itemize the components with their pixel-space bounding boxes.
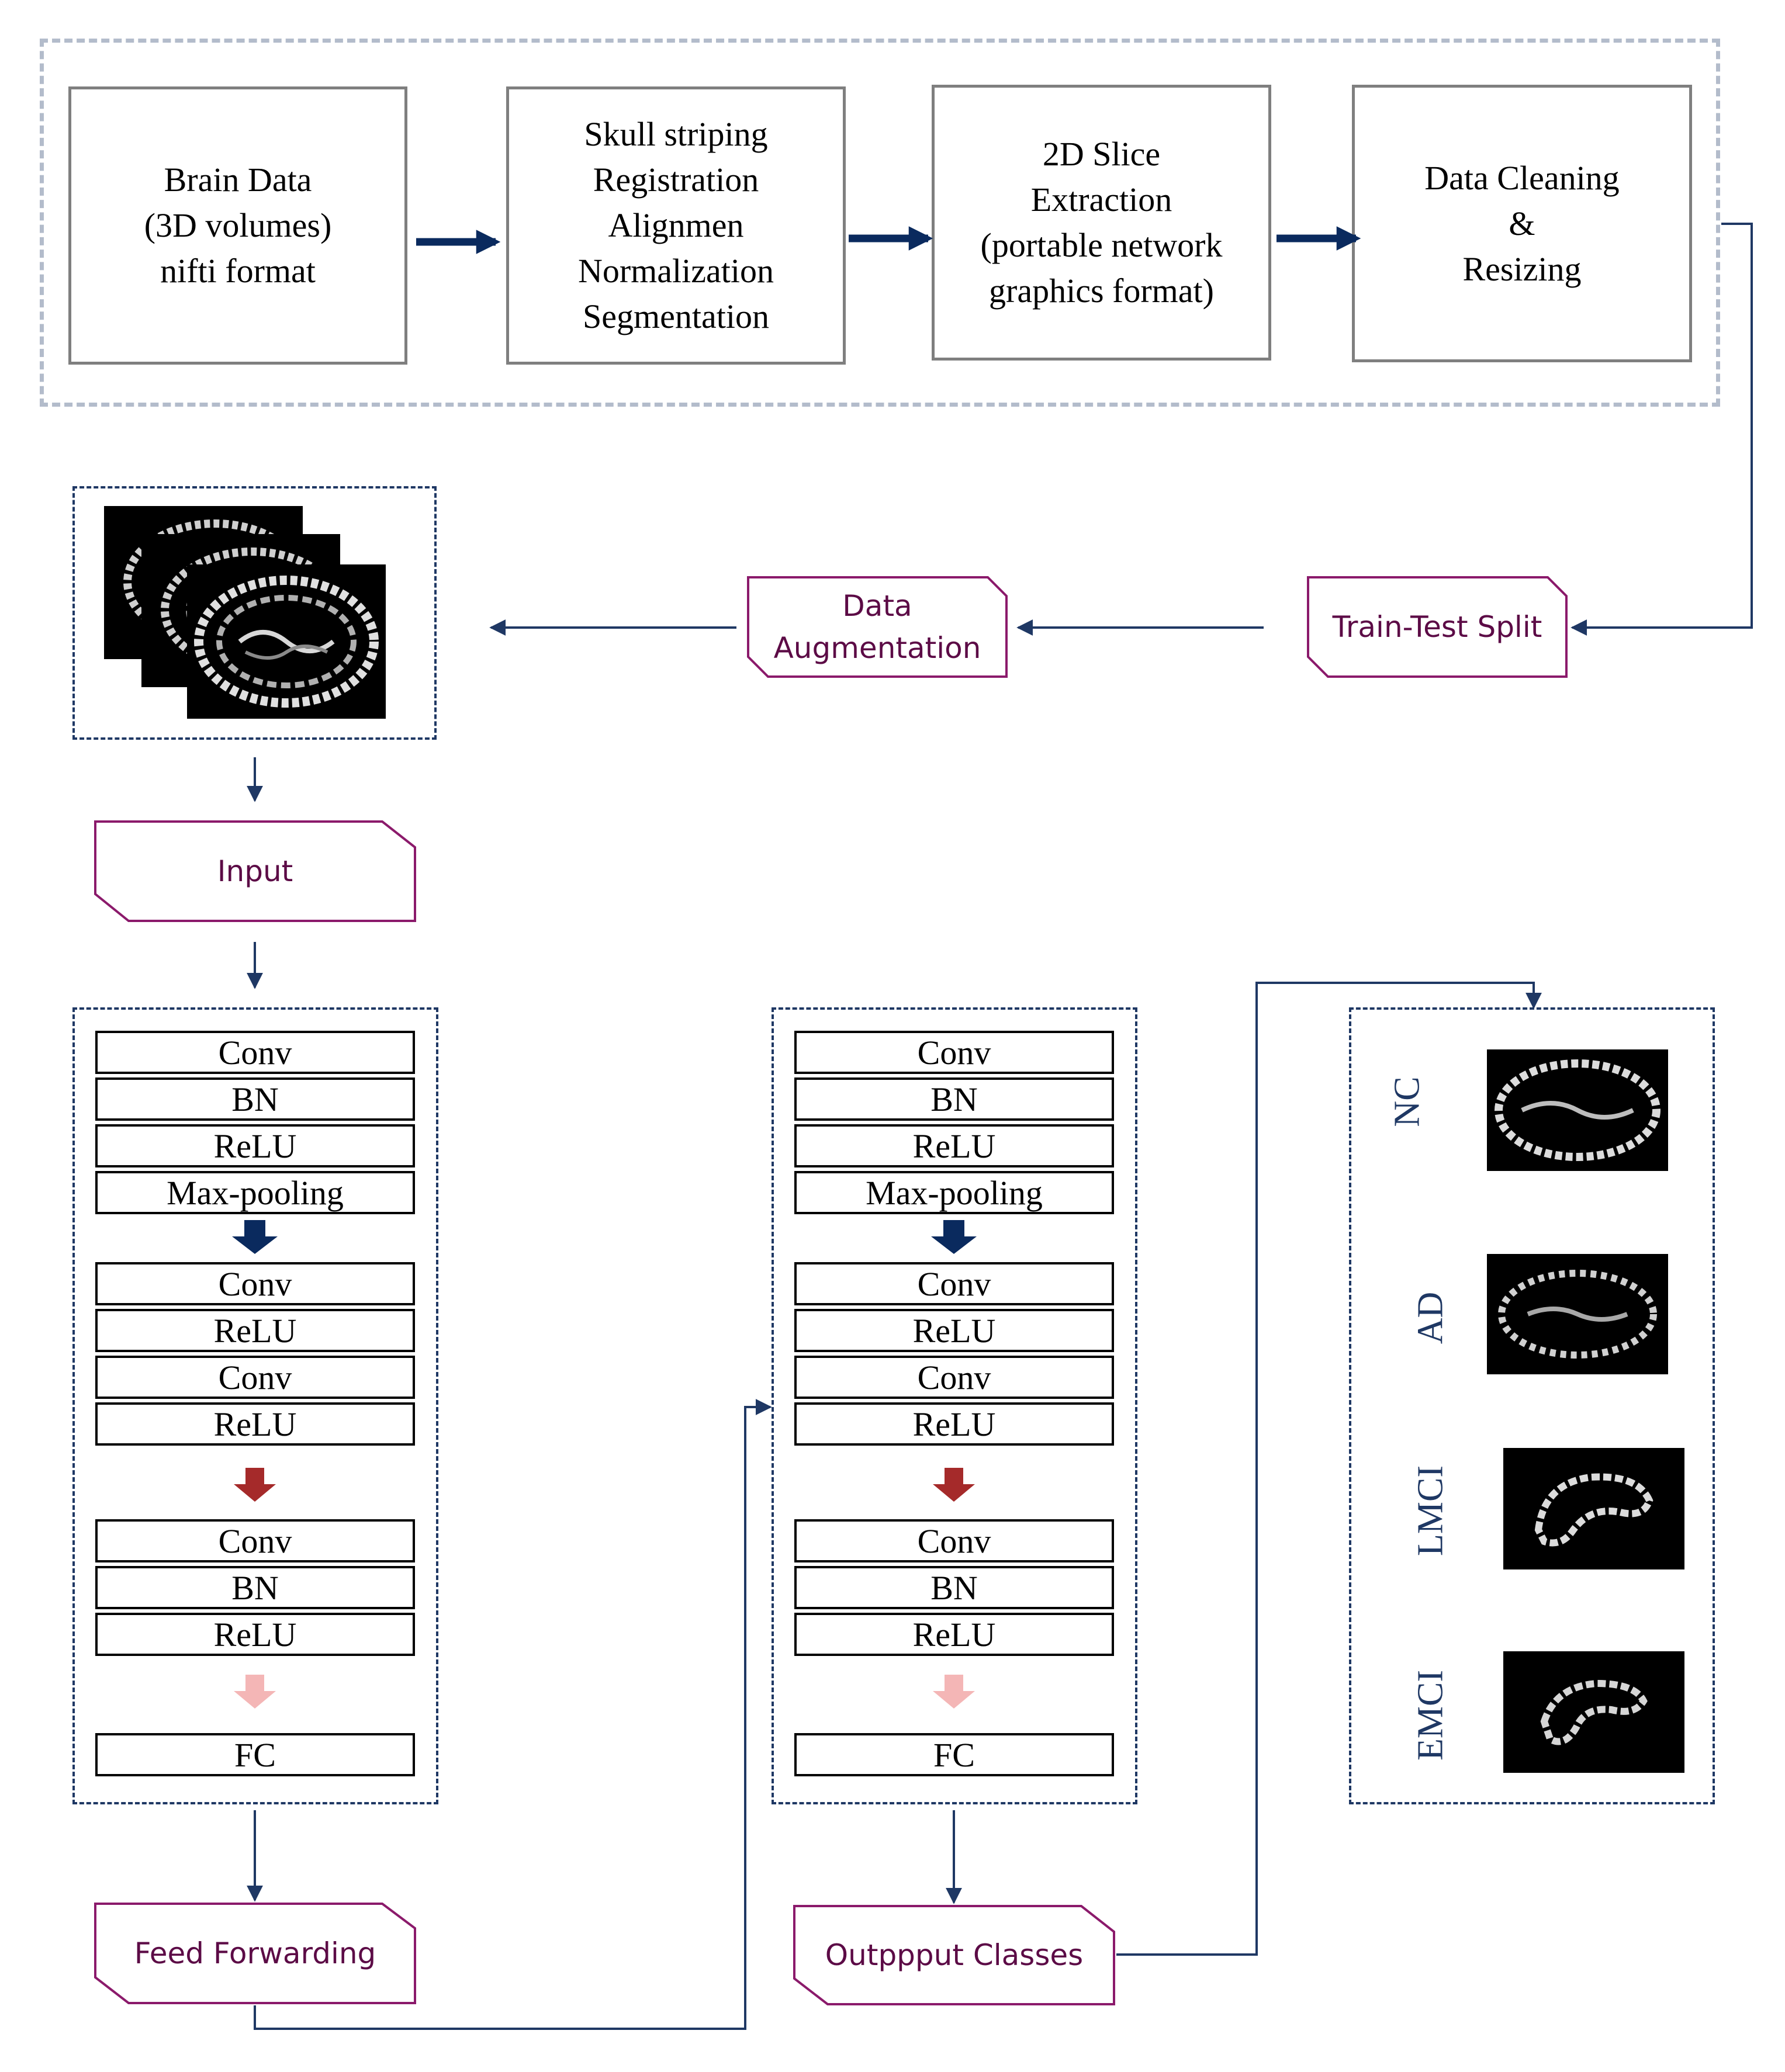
data-augmentation-label: Data Augmentation (773, 589, 981, 665)
layer-conv: Conv (95, 1356, 415, 1399)
brain-slice-image (1503, 1651, 1684, 1773)
pipeline-step-preprocessing: Skull striping Registration Alignmen Nor… (506, 86, 846, 365)
class-label-emci: EMCI (1410, 1670, 1451, 1761)
pipeline-step-data-cleaning: Data Cleaning & Resizing (1352, 85, 1692, 362)
train-test-split-label: Train-Test Split (1332, 610, 1542, 644)
output-classes-container (1349, 1007, 1715, 1804)
data-augmentation-card (747, 576, 1008, 678)
layer-bn: BN (95, 1077, 415, 1121)
brain-slice-image (187, 564, 386, 719)
input-label: Input (217, 854, 293, 888)
output-classes-card (793, 1905, 1115, 2005)
brain-slice-image (1487, 1254, 1668, 1374)
layer-conv: Conv (794, 1356, 1114, 1399)
layer-bn: BN (95, 1566, 415, 1609)
layer-relu: ReLU (794, 1402, 1114, 1446)
output-classes-label: Outppput Classes (825, 1938, 1084, 1972)
layer-conv: Conv (794, 1262, 1114, 1305)
input-images-container (72, 486, 437, 740)
layer-relu: ReLU (95, 1613, 415, 1656)
feed-forwarding-label: Feed Forwarding (134, 1936, 376, 1970)
layer-fc: FC (95, 1733, 415, 1776)
layer-conv: Conv (794, 1031, 1114, 1074)
layer-fc: FC (794, 1733, 1114, 1776)
class-label-ad: AD (1410, 1291, 1451, 1345)
layer-bn: BN (794, 1077, 1114, 1121)
layer-relu: ReLU (794, 1613, 1114, 1656)
input-card (94, 820, 416, 922)
layer-conv: Conv (794, 1519, 1114, 1562)
layer-max-pooling: Max-pooling (794, 1171, 1114, 1214)
layer-conv: Conv (95, 1031, 415, 1074)
layer-relu: ReLU (95, 1124, 415, 1167)
brain-slice-image (1487, 1049, 1668, 1171)
cnn-model-1-container (72, 1007, 438, 1804)
pipeline-step-slice-extraction: 2D Slice Extraction (portable network gr… (932, 85, 1271, 361)
layer-relu: ReLU (95, 1402, 415, 1446)
layer-relu: ReLU (794, 1124, 1114, 1167)
feed-forwarding-card (94, 1903, 416, 2004)
layer-conv: Conv (95, 1262, 415, 1305)
layer-max-pooling: Max-pooling (95, 1171, 415, 1214)
layer-bn: BN (794, 1566, 1114, 1609)
cnn-model-2-container (772, 1007, 1137, 1804)
layer-relu: ReLU (794, 1309, 1114, 1352)
pipeline-step-brain-data: Brain Data (3D volumes) nifti format (68, 86, 407, 365)
train-test-split-card (1307, 576, 1568, 678)
class-label-lmci: LMCI (1410, 1465, 1451, 1556)
preprocessing-pipeline-container (40, 39, 1720, 407)
class-label-nc: NC (1387, 1076, 1427, 1127)
brain-slice-image (1503, 1448, 1684, 1569)
layer-relu: ReLU (95, 1309, 415, 1352)
layer-conv: Conv (95, 1519, 415, 1562)
